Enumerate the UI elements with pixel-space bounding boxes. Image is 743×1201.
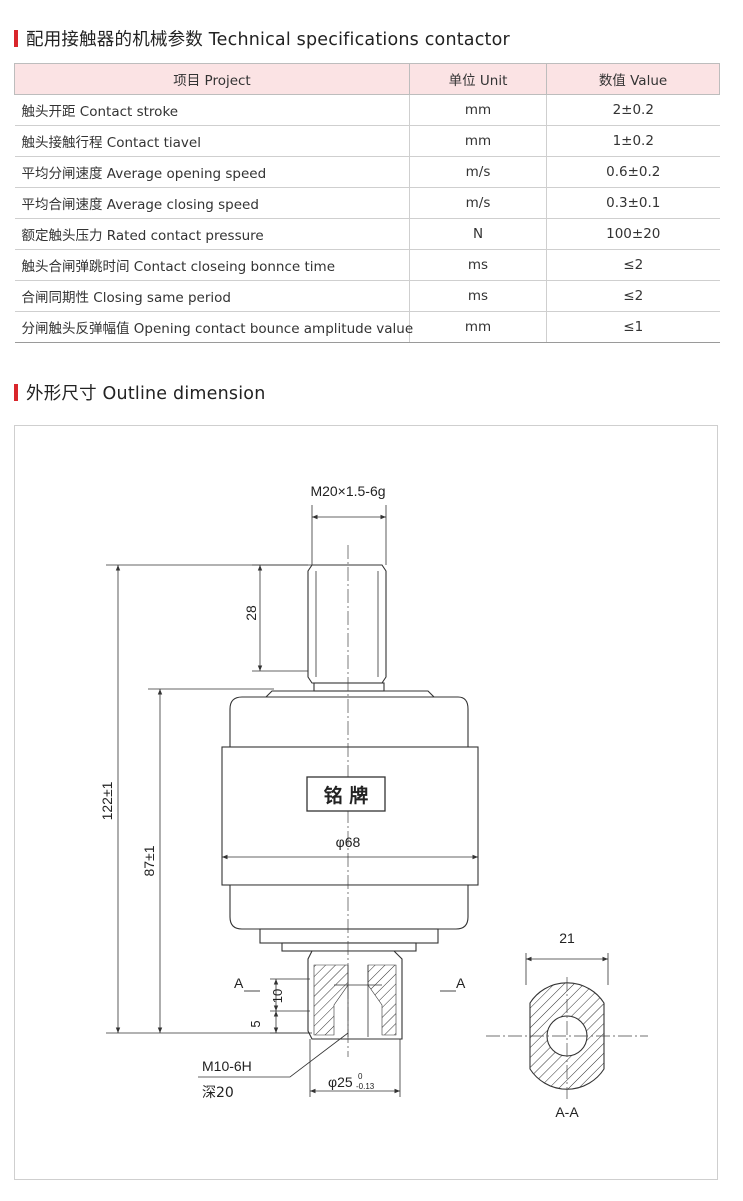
dim-21-label: 21: [559, 930, 575, 946]
dim-25-tol-lower: -0.13: [356, 1082, 375, 1091]
outline-title-text: 外形尺寸 Outline dimension: [26, 384, 266, 404]
cell-value: 1±0.2: [546, 125, 720, 157]
cell-unit: ms: [409, 249, 547, 281]
dim-10-5: [270, 978, 310, 1034]
cell-project: 额定触头压力 Rated contact pressure: [14, 218, 410, 250]
cell-value: 100±20: [546, 218, 720, 250]
header-unit: 单位 Unit: [409, 63, 547, 95]
cell-project: 平均合闸速度 Average closing speed: [14, 187, 410, 219]
depth-label: 深20: [202, 1085, 234, 1101]
cell-project: 平均分闸速度 Average opening speed: [14, 156, 410, 188]
cell-value: 2±0.2: [546, 94, 720, 126]
cell-value: 0.3±0.1: [546, 187, 720, 219]
cell-unit: m/s: [409, 187, 547, 219]
dim-87: [148, 688, 274, 1033]
dim-87-label: 87±1: [141, 845, 157, 876]
spec-table: 项目 Project 单位 Unit 数值 Value 触头开距 Contact…: [14, 63, 720, 343]
table-row: 平均合闸速度 Average closing speed m/s 0.3±0.1: [14, 187, 720, 219]
section-a-left: A: [234, 975, 244, 991]
thread-label: M20×1.5-6g: [310, 483, 385, 499]
section-aa-view: [486, 953, 648, 1099]
cell-value: ≤1: [546, 311, 720, 343]
nameplate: 铭 牌: [306, 776, 386, 812]
outline-section-title: 外形尺寸 Outline dimension: [14, 380, 266, 405]
table-row: 触头合闸弹跳时间 Contact closeing bonnce time ms…: [14, 249, 720, 281]
tap-leader: [198, 1032, 349, 1078]
table-header-row: 项目 Project 单位 Unit 数值 Value: [14, 63, 720, 95]
cell-project: 触头接触行程 Contact tiavel: [14, 125, 410, 157]
spec-title-text: 配用接触器的机械参数 Technical specifications cont…: [26, 30, 510, 50]
tap-label: M10-6H: [202, 1058, 252, 1074]
cell-project: 合闸同期性 Closing same period: [14, 280, 410, 312]
dim-68-label: φ68: [336, 834, 361, 850]
title-marker: [14, 384, 18, 401]
body-outline: [221, 564, 479, 1040]
cell-project: 触头开距 Contact stroke: [14, 94, 410, 126]
table-row: 额定触头压力 Rated contact pressure N 100±20: [14, 218, 720, 250]
dim-5-label: 5: [248, 1020, 263, 1027]
cell-project: 触头合闸弹跳时间 Contact closeing bonnce time: [14, 249, 410, 281]
cell-unit: m/s: [409, 156, 547, 188]
dim-25: [309, 1039, 401, 1097]
dim-28: [252, 564, 308, 672]
cell-unit: mm: [409, 311, 547, 343]
cell-value: ≤2: [546, 249, 720, 281]
cell-unit: N: [409, 218, 547, 250]
drawing-frame: [14, 425, 718, 1180]
header-value: 数值 Value: [546, 63, 720, 95]
dim-28-label: 28: [243, 605, 259, 621]
title-marker: [14, 30, 18, 47]
dim-25-tol-upper: 0: [358, 1072, 363, 1081]
cell-project: 分闸触头反弹幅值 Opening contact bounce amplitud…: [14, 311, 413, 343]
table-row: 合闸同期性 Closing same period ms ≤2: [14, 280, 720, 312]
cell-unit: ms: [409, 280, 547, 312]
cell-value: ≤2: [546, 280, 720, 312]
outline-drawing: 铭 牌 M20×1.5-6g 28 122±1 87±1 φ68 A A: [99, 483, 648, 1120]
header-project: 项目 Project: [14, 63, 410, 95]
table-row: 触头开距 Contact stroke mm 2±0.2: [14, 94, 720, 126]
dim-122-label: 122±1: [99, 781, 115, 820]
table-row: 平均分闸速度 Average opening speed m/s 0.6±0.2: [14, 156, 720, 188]
section-aa-label: A-A: [555, 1104, 579, 1120]
cell-unit: mm: [409, 94, 547, 126]
table-row: 分闸触头反弹幅值 Opening contact bounce amplitud…: [14, 311, 720, 343]
dim-25-label: φ25: [328, 1074, 353, 1090]
table-row: 触头接触行程 Contact tiavel mm 1±0.2: [14, 125, 720, 157]
section-a-right: A: [456, 975, 466, 991]
dim-10-label: 10: [270, 989, 285, 1003]
cell-unit: mm: [409, 125, 547, 157]
dim-thread: [311, 505, 387, 565]
spec-section-title: 配用接触器的机械参数 Technical specifications cont…: [14, 26, 510, 51]
nameplate-text: 铭 牌: [324, 784, 369, 807]
cell-value: 0.6±0.2: [546, 156, 720, 188]
